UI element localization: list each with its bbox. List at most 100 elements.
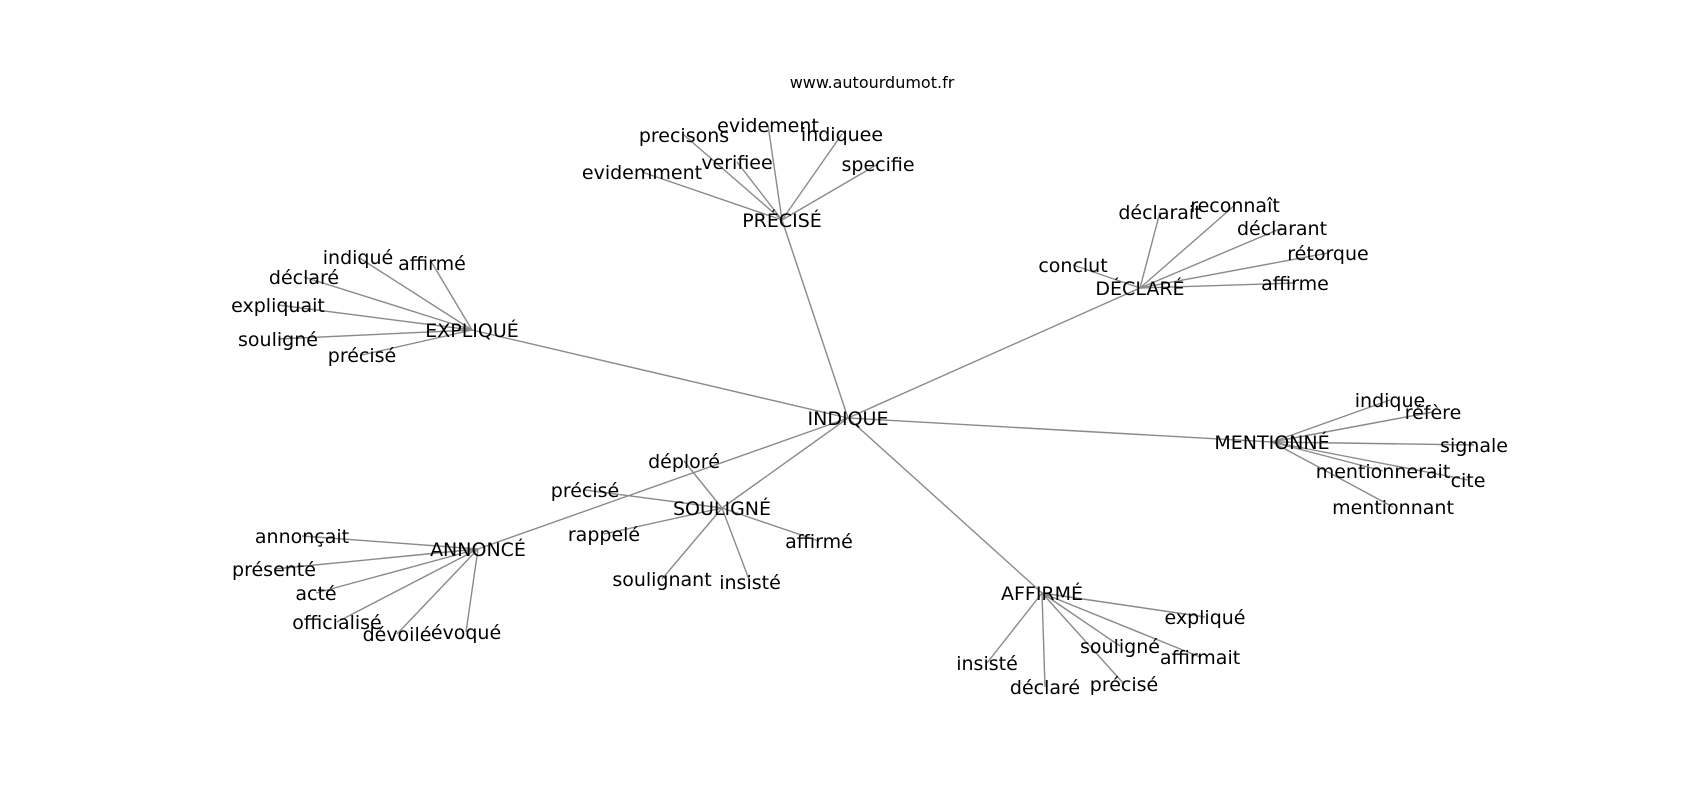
edge-precise-3 <box>736 161 783 221</box>
edge-souligne-3 <box>721 507 820 542</box>
edge-annonce-0 <box>301 535 479 550</box>
edge-explique-3 <box>277 304 473 331</box>
edge-precise-4 <box>781 163 879 221</box>
leaf-word[interactable]: déclaré <box>1010 677 1080 699</box>
edge-souligne-2 <box>603 507 723 535</box>
hub-word-affirme[interactable]: AFFIRMÉ <box>1001 582 1083 605</box>
edge-center-souligne <box>721 417 849 509</box>
edge-mentionne-1 <box>1271 411 1434 443</box>
leaf-word[interactable]: insisté <box>956 653 1018 675</box>
edge-precise-2 <box>683 134 783 221</box>
leaf-word[interactable]: souligné <box>1080 636 1160 658</box>
edge-affirme-0 <box>1041 592 1206 618</box>
edge-annonce-5 <box>465 548 479 633</box>
leaf-word[interactable]: indique <box>1355 390 1425 412</box>
leaf-word[interactable]: déclaré <box>269 267 339 289</box>
leaf-word[interactable]: présenté <box>232 559 316 581</box>
edge-center-explique <box>471 329 849 419</box>
leaf-word[interactable]: precisons <box>639 125 729 147</box>
edge-center-mentionne <box>847 417 1273 443</box>
leaf-word[interactable]: mentionnerait <box>1316 461 1451 483</box>
edge-affirme-2 <box>1041 592 1201 658</box>
leaf-word[interactable]: indiquee <box>801 124 883 146</box>
center-word[interactable]: INDIQUE <box>808 408 889 430</box>
leaf-word[interactable]: verifiee <box>701 152 772 174</box>
leaf-word[interactable]: officialisé <box>292 612 382 634</box>
edge-mentionne-3 <box>1271 441 1384 472</box>
edge-declare-5 <box>1139 282 1296 289</box>
edge-center-affirme <box>847 417 1043 594</box>
leaf-word[interactable]: déploré <box>648 451 720 473</box>
leaf-word[interactable]: expliquait <box>231 295 325 317</box>
leaf-word[interactable]: conclut <box>1038 255 1107 277</box>
leaf-word[interactable]: evidement <box>717 115 819 137</box>
hub-word-mentionne[interactable]: MENTIONNÉ <box>1214 431 1329 454</box>
edge-center-annonce <box>477 417 849 550</box>
leaf-word[interactable]: évoqué <box>431 622 501 644</box>
leaf-word[interactable]: affirme <box>1261 273 1329 295</box>
leaf-word[interactable]: cite <box>1451 470 1486 492</box>
edge-mentionne-4 <box>1271 441 1469 481</box>
edge-precise-1 <box>781 133 843 221</box>
edge-annonce-1 <box>273 548 479 570</box>
edge-declare-4 <box>1139 252 1329 289</box>
leaf-word[interactable]: précisé <box>551 480 619 502</box>
edge-declare-3 <box>1072 264 1141 289</box>
leaf-word[interactable]: réfère <box>1405 402 1462 424</box>
leaf-word[interactable]: dévoilé <box>363 624 432 646</box>
edge-affirme-5 <box>1041 592 1125 685</box>
leaf-word[interactable]: reconnaît <box>1190 195 1280 217</box>
leaf-word[interactable]: affirmé <box>398 253 466 275</box>
edge-explique-0 <box>357 256 473 331</box>
source-url: www.autourdumot.fr <box>790 73 955 92</box>
edge-annonce-3 <box>336 548 479 623</box>
leaf-word[interactable]: specifie <box>841 154 914 176</box>
edge-souligne-0 <box>683 460 723 509</box>
edge-mentionne-0 <box>1271 399 1391 443</box>
edge-souligne-5 <box>721 507 751 583</box>
edge-annonce-2 <box>315 548 479 594</box>
leaf-word[interactable]: expliqué <box>1164 607 1245 629</box>
leaf-word[interactable]: mentionnant <box>1332 497 1454 519</box>
leaf-word[interactable]: affirmé <box>785 531 853 553</box>
leaf-word[interactable]: evidemment <box>582 162 702 184</box>
leaf-word[interactable]: annonçait <box>255 526 349 548</box>
leaf-word[interactable]: signale <box>1440 435 1508 457</box>
leaf-word[interactable]: affirmait <box>1160 647 1240 669</box>
leaf-word[interactable]: insisté <box>719 572 781 594</box>
leaf-word[interactable]: rétorque <box>1287 243 1368 265</box>
hub-word-souligne[interactable]: SOULIGNÉ <box>673 497 771 520</box>
edge-declare-2 <box>1139 227 1283 289</box>
edge-affirme-3 <box>986 592 1043 664</box>
leaf-word[interactable]: acté <box>295 583 336 605</box>
leaf-word[interactable]: déclarait <box>1118 202 1201 224</box>
leaf-word[interactable]: précisé <box>1090 674 1158 696</box>
leaf-word[interactable]: souligné <box>238 329 318 351</box>
edge-mentionne-2 <box>1271 441 1475 446</box>
leaf-word[interactable]: précisé <box>328 345 396 367</box>
edge-annonce-4 <box>396 548 479 635</box>
edge-souligne-4 <box>661 507 723 580</box>
edge-center-declare <box>847 287 1141 419</box>
leaf-word[interactable]: rappelé <box>568 524 640 546</box>
leaf-word[interactable]: déclarant <box>1237 218 1327 240</box>
hub-word-precise[interactable]: PRÉCISÉ <box>742 209 822 232</box>
edges-layer <box>273 124 1475 688</box>
hub-word-declare[interactable]: DÉCLARÉ <box>1095 277 1184 300</box>
edge-explique-2 <box>303 276 473 331</box>
hub-word-annonce[interactable]: ANNONCÉ <box>430 538 526 561</box>
edge-precise-0 <box>767 124 783 221</box>
leaf-word[interactable]: soulignant <box>612 569 711 591</box>
hub-word-explique[interactable]: EXPLIQUÉ <box>425 319 519 342</box>
leaf-word[interactable]: indiqué <box>323 247 393 269</box>
edge-affirme-1 <box>1041 592 1121 647</box>
edge-mentionne-5 <box>1271 441 1394 508</box>
edge-souligne-1 <box>584 489 723 509</box>
edge-declare-0 <box>1139 211 1161 289</box>
edge-center-precise <box>781 219 849 419</box>
edge-precise-5 <box>641 171 783 221</box>
edge-explique-1 <box>431 262 473 331</box>
